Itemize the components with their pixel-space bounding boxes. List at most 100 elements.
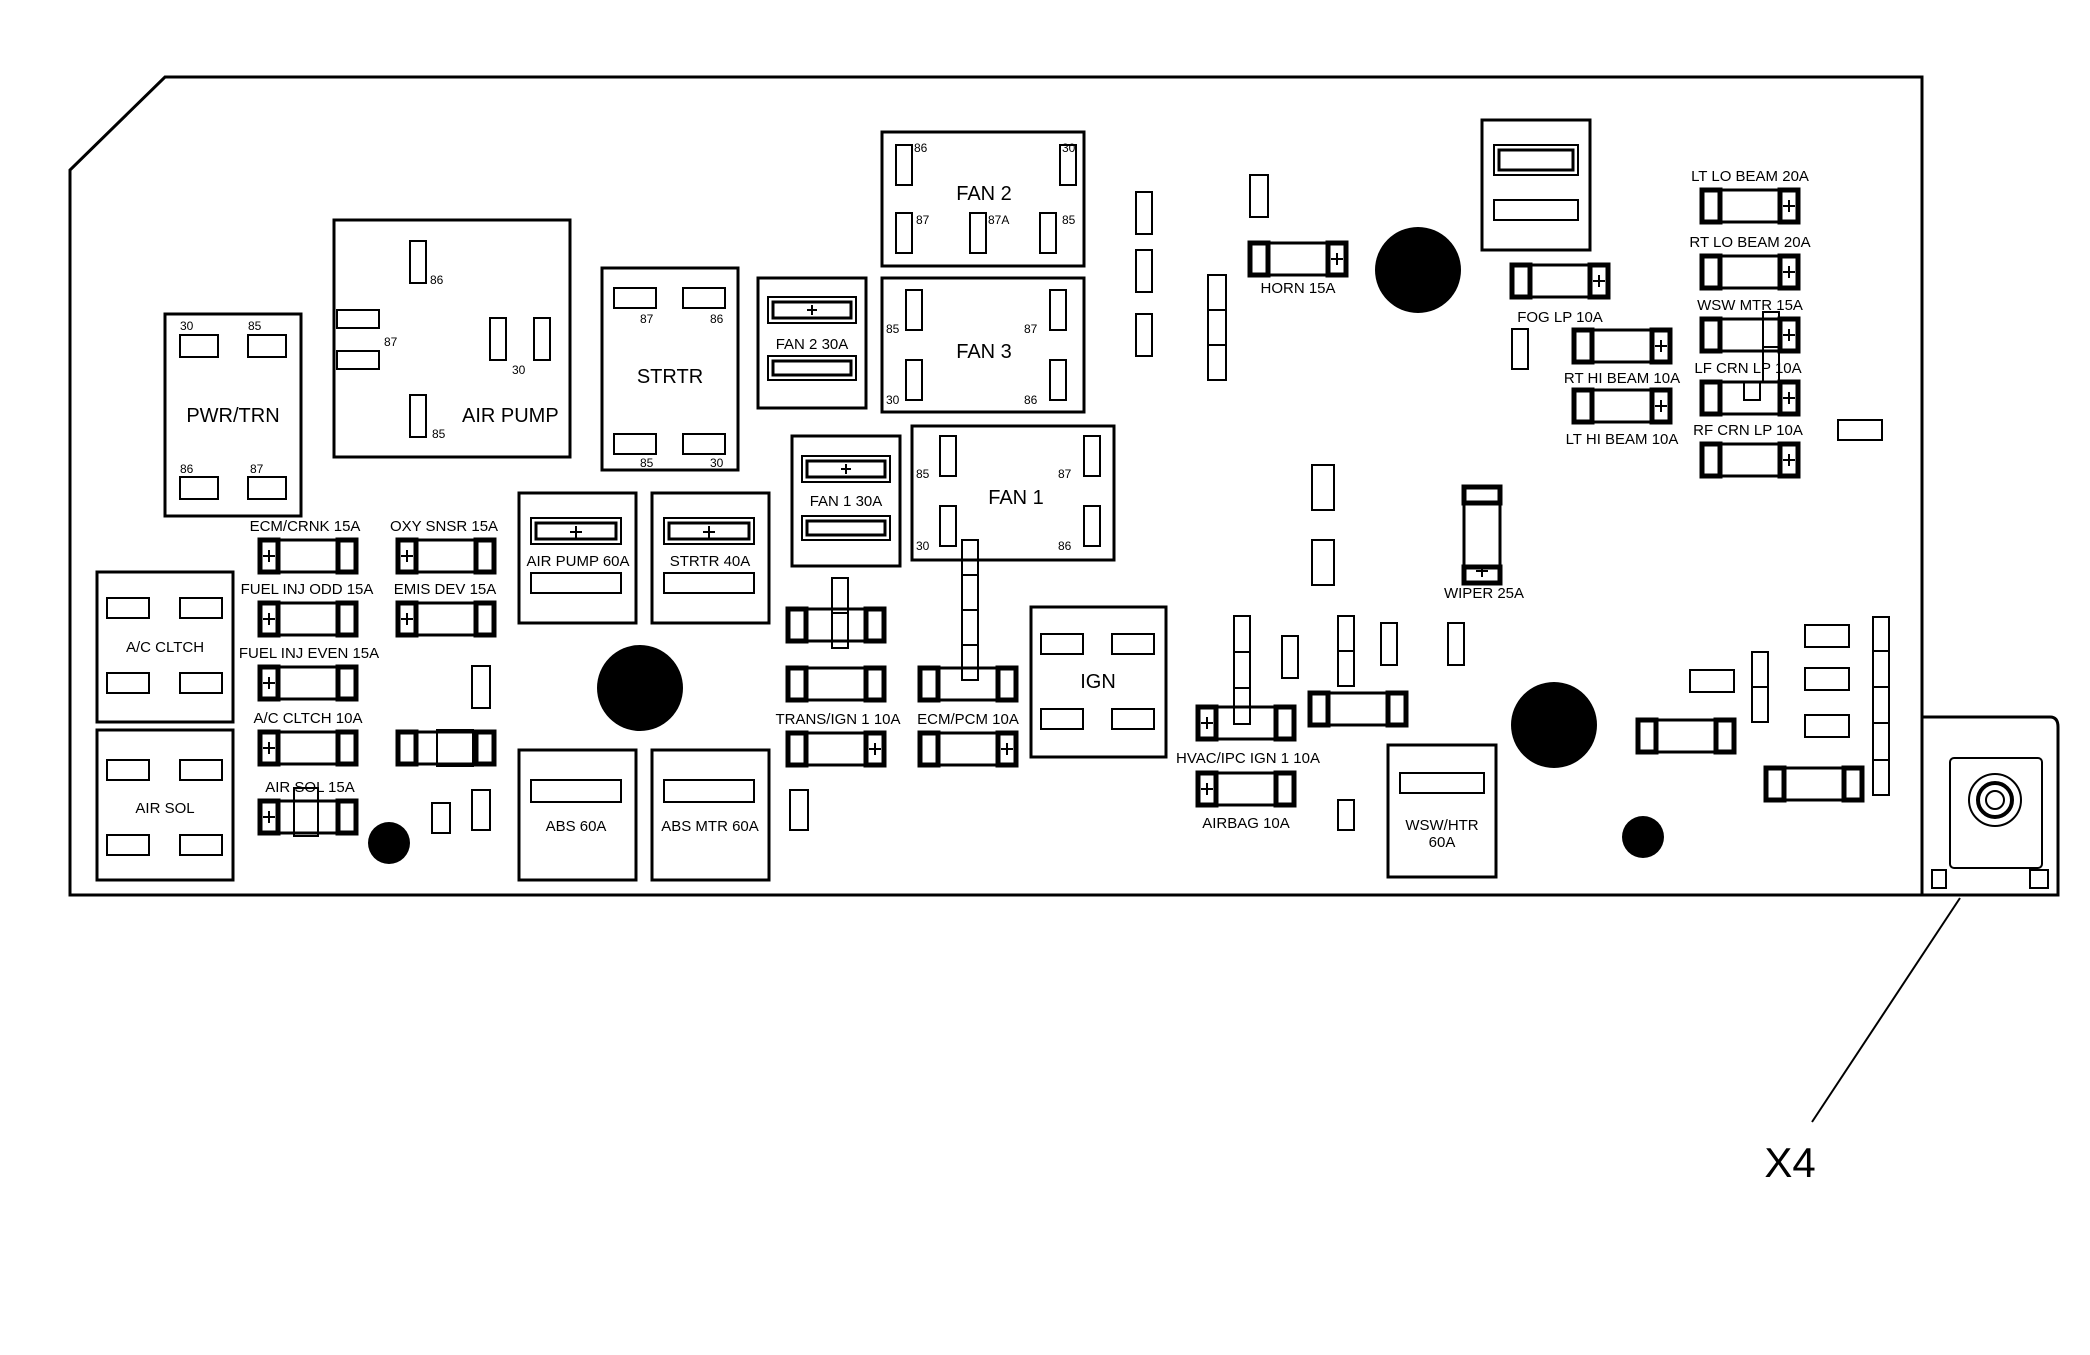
strtr-cartridge-fuse — [650, 491, 771, 625]
abs-cartridge-fuse — [517, 748, 638, 882]
terminal-slots — [293, 174, 1890, 837]
mounting-hole — [1375, 227, 1461, 313]
pwr-trn-pin-30: 30 — [180, 319, 194, 333]
air-pump-relay — [332, 218, 572, 459]
fuse-label-ecm-crnk: ECM/CRNK 15A — [250, 518, 361, 535]
fuse-label-ecm-pcm: ECM/PCM 10A — [917, 711, 1019, 728]
fuse-label-wsw-htr-rating: 60A — [1429, 834, 1456, 851]
mini-fuse — [257, 537, 359, 575]
fan1-pin-86: 86 — [1058, 539, 1072, 553]
pwr-trn-pin-87: 87 — [250, 462, 264, 476]
fuse-label-trans-ign: TRANS/IGN 1 10A — [775, 711, 900, 728]
mini-fuse — [257, 664, 359, 702]
air-pump-pin-85: 85 — [432, 427, 446, 441]
mounting-hole — [1511, 682, 1597, 768]
fan3-pin-87: 87 — [1024, 322, 1038, 336]
fan2-pin-86: 86 — [914, 141, 928, 155]
mini-fuse — [1195, 704, 1297, 742]
fuse-label-hvac-ipc: HVAC/IPC IGN 1 10A — [1176, 750, 1320, 767]
relay-labels: PWR/TRN 30 85 86 87 AIR PUMP 86 87 30 85… — [126, 141, 1116, 817]
mini-fuse — [1571, 327, 1673, 365]
fan3-relay — [880, 276, 1086, 414]
mounting-stud-ring — [1976, 781, 2014, 819]
mini-fuse — [257, 729, 359, 767]
strtr-relay — [600, 266, 740, 472]
fan1-relay — [910, 424, 1116, 562]
fan2-cartridge-fuse — [756, 276, 868, 410]
mini-fuse — [1635, 717, 1737, 755]
fan2-relay-label: FAN 2 — [956, 183, 1012, 205]
mini-fuse — [1247, 240, 1349, 278]
ac-cltch-relay — [95, 570, 235, 724]
pwr-trn-pin-86: 86 — [180, 462, 194, 476]
mini-fuse — [1699, 187, 1801, 225]
mini-fuse — [917, 730, 1019, 768]
fuse-label-fan2: FAN 2 30A — [776, 336, 849, 353]
mounting-stud-outer — [1968, 773, 2022, 827]
strtr-pin-85: 85 — [640, 456, 654, 470]
fuse-plus-marks — [263, 200, 1795, 823]
mounting-hole — [1622, 816, 1664, 858]
strtr-pin-86: 86 — [710, 312, 724, 326]
fuse-label-rt-hi-beam: RT HI BEAM 10A — [1564, 370, 1680, 387]
fuse-label-fuel-inj-odd: FUEL INJ ODD 15A — [241, 581, 374, 598]
mini-fuse — [395, 537, 497, 575]
fuse-label-air-pump: AIR PUMP 60A — [526, 553, 629, 570]
fuse-block-outline — [68, 75, 1924, 897]
fuse-label-oxy-snsr: OXY SNSR 15A — [390, 518, 498, 535]
fuse-label-horn: HORN 15A — [1260, 280, 1335, 297]
fuse-label-lt-lo-beam: LT LO BEAM 20A — [1691, 168, 1809, 185]
fuse-labels: ECM/CRNK 15A OXY SNSR 15A FUEL INJ ODD 1… — [239, 168, 1811, 851]
mini-fuse — [785, 665, 887, 703]
fuse-label-airbag: AIRBAG 10A — [1202, 815, 1290, 832]
bracket-tab-right — [2029, 869, 2049, 889]
fan2-pin-87: 87 — [916, 213, 930, 227]
air-pump-pin-30: 30 — [512, 363, 526, 377]
strtr-pin-87: 87 — [640, 312, 654, 326]
air-pump-cartridge-fuse — [517, 491, 638, 625]
fan2-pin-87a: 87A — [988, 213, 1009, 227]
mounting-bracket — [1922, 715, 2060, 897]
wsw-htr-cartridge-fuse — [1386, 743, 1498, 879]
mini-fuse — [1509, 262, 1611, 300]
fuse-label-ac-cltch: A/C CLTCH 10A — [254, 710, 363, 727]
fuse-label-abs-mtr: ABS MTR 60A — [661, 818, 759, 835]
fuse-label-wiper: WIPER 25A — [1444, 585, 1524, 602]
ign-relay-label: IGN — [1080, 671, 1116, 693]
top-right-cartridge-fuse — [1480, 118, 1592, 252]
fan2-relay — [880, 130, 1086, 268]
fuse-label-wsw-mtr: WSW MTR 15A — [1697, 297, 1803, 314]
ign-relay — [1029, 605, 1168, 759]
pwr-trn-relay-label: PWR/TRN — [186, 405, 279, 427]
fan3-pin-30: 30 — [886, 393, 900, 407]
fuse-label-strtr: STRTR 40A — [670, 553, 751, 570]
fan1-pin-85: 85 — [916, 467, 930, 481]
fuse-label-lt-hi-beam: LT HI BEAM 10A — [1566, 431, 1679, 448]
mounting-hole — [368, 822, 410, 864]
fan3-pin-85: 85 — [886, 322, 900, 336]
fan1-relay-label: FAN 1 — [988, 487, 1044, 509]
air-pump-pin-86: 86 — [430, 273, 444, 287]
mini-fuse — [785, 606, 887, 644]
fuse-label-abs: ABS 60A — [546, 818, 607, 835]
fuse-label-rf-crn-lp: RF CRN LP 10A — [1693, 422, 1803, 439]
mounting-holes — [368, 227, 1664, 864]
fuse-label-wsw-htr-name: WSW/HTR — [1405, 817, 1478, 834]
mounting-stud-bore — [1985, 790, 2005, 810]
fan2-pin-30: 30 — [1062, 141, 1076, 155]
fuse-label-fog-lp: FOG LP 10A — [1517, 309, 1603, 326]
mini-fuse — [1571, 387, 1673, 425]
pwr-trn-pin-85: 85 — [248, 319, 262, 333]
mounting-stud-base — [1949, 757, 2043, 869]
fuse-label-air-sol: AIR SOL 15A — [265, 779, 355, 796]
mini-fuse — [1195, 770, 1297, 808]
fan1-cartridge-fuse — [790, 434, 902, 568]
mini-fuses — [257, 187, 1865, 836]
fuse-label-rt-lo-beam: RT LO BEAM 20A — [1689, 234, 1810, 251]
strtr-relay-label: STRTR — [637, 366, 703, 388]
abs-mtr-cartridge-fuse — [650, 748, 771, 882]
fan2-pin-85: 85 — [1062, 213, 1076, 227]
fuse-label-lf-crn-lp: LF CRN LP 10A — [1694, 360, 1801, 377]
fuse-label-emis-dev: EMIS DEV 15A — [394, 581, 497, 598]
